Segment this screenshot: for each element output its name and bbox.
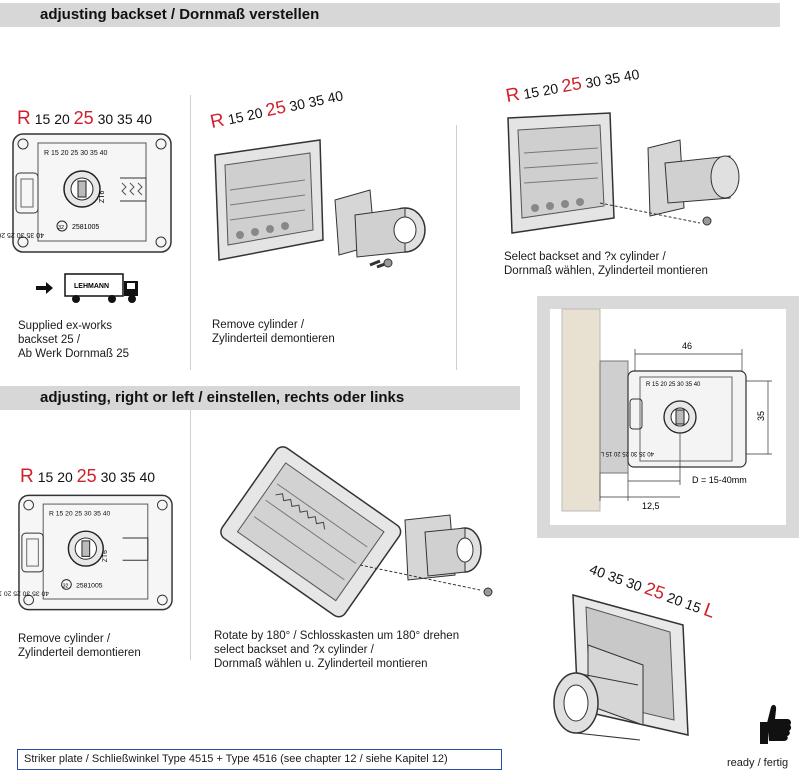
- striker-plate-note: Striker plate / Schließwinkel Type 4515 …: [17, 749, 502, 770]
- plate-bottom-scale: 40 35 30 25 20 15 L: [0, 231, 44, 238]
- plate-side-mark: ZT6: [102, 550, 109, 562]
- plate-part-number: 2581005: [76, 582, 103, 589]
- thumbs-up-icon: [760, 704, 792, 744]
- lock-exploded-view: [214, 139, 426, 269]
- arrow-right-icon: [36, 282, 53, 294]
- divider: [456, 125, 457, 370]
- dim-offset: 12,5: [642, 501, 660, 511]
- plate-circle-number: 32: [63, 583, 69, 589]
- drawing-plate-scale: R 15 20 25 30 35 40: [646, 382, 701, 388]
- plate-side-mark: ZT6: [99, 190, 106, 203]
- lock-plate-front-view: R 15 20 25 30 35 40 40 35 30 25 20 15 L …: [0, 494, 173, 611]
- ready-label: ready / fertig: [727, 757, 789, 769]
- lock-rotated-view: [220, 446, 493, 618]
- dim-backset-range: D = 15-40mm: [692, 475, 747, 485]
- lock-select-backset-view: [507, 112, 740, 234]
- truck-brand: LEHMANN: [74, 283, 109, 290]
- dimension-drawing: R 15 20 25 30 35 40 40 35 30 25 20 15 L …: [561, 308, 772, 512]
- lock-assembled-view: [553, 594, 689, 741]
- plate-circle-number: 32: [58, 225, 64, 231]
- drawing-plate-scale-reverse: 40 35 30 25 20 15 L: [600, 450, 654, 456]
- divider: [190, 410, 191, 660]
- dim-width: 46: [682, 341, 692, 351]
- backset-scale: R15 20 25 30 35 40: [208, 87, 345, 134]
- installation-drawing-frame: R 15 20 25 30 35 40 40 35 30 25 20 15 L …: [537, 296, 799, 538]
- plate-bottom-scale: 40 35 30 25 20 15 L: [0, 589, 49, 596]
- plate-part-number: 2581005: [72, 224, 99, 231]
- truck-icon: LEHMANN: [64, 273, 138, 303]
- plate-top-scale: R 15 20 25 30 35 40: [44, 150, 108, 157]
- caption-remove: Remove cylinder /Zylinderteil demontiere…: [212, 319, 335, 345]
- caption-remove-2: Remove cylinder /Zylinderteil demontiere…: [18, 633, 141, 659]
- backset-scale: R15 20 25 30 35 40: [504, 65, 641, 108]
- dim-height: 35: [756, 411, 766, 421]
- caption-select: Select backset and ?x cylinder /Dornmaß …: [504, 251, 708, 277]
- plate-top-scale: R 15 20 25 30 35 40: [49, 511, 111, 518]
- section-title-hand: adjusting, right or left / einstellen, r…: [0, 386, 520, 410]
- divider: [190, 95, 191, 370]
- caption-rotate: Rotate by 180° / Schlosskasten um 180° d…: [214, 630, 460, 670]
- lock-plate-front-view: R 15 20 25 30 35 40 40 35 30 25 20 15 L …: [0, 133, 172, 253]
- section-title-backset: adjusting backset / Dornmaß verstellen: [0, 3, 780, 27]
